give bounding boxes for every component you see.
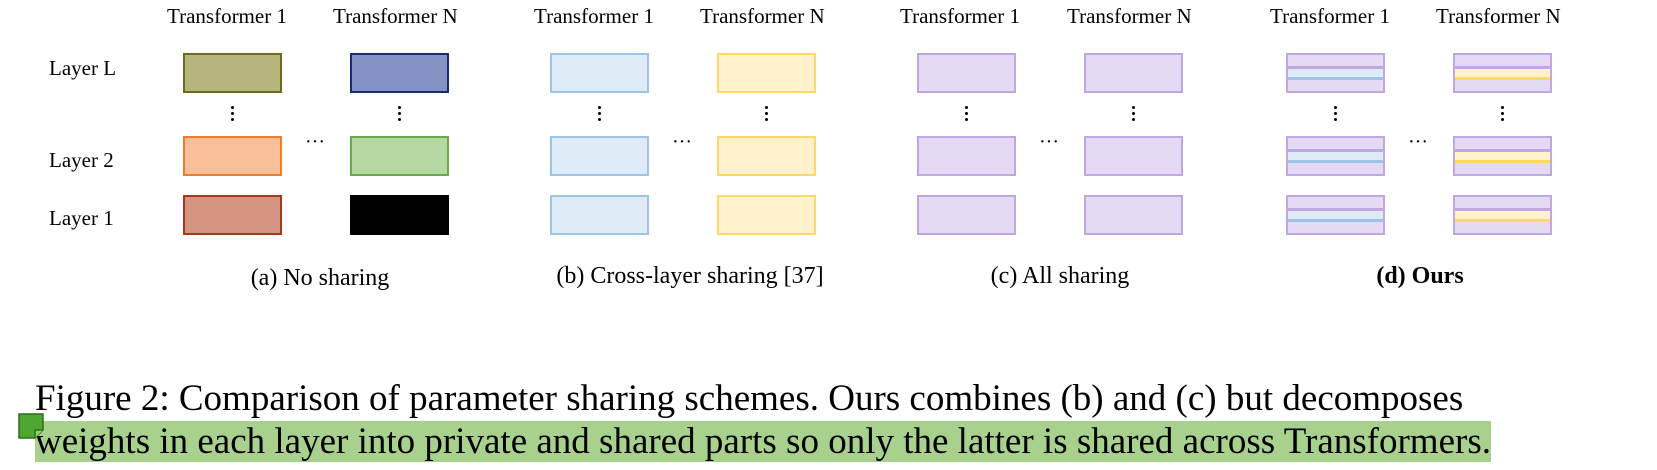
col-header-d-t1: Transformer 1 (1270, 4, 1390, 28)
a-layer-2-transformer-n (350, 136, 449, 176)
a-layer-l-transformer-1 (183, 53, 282, 93)
d-layer-2-transformer-n (1453, 136, 1552, 176)
col-header-c-t1: Transformer 1 (900, 4, 1020, 28)
b-layer-l-transformer-n (717, 53, 816, 93)
row-label-layer-2: Layer 2 (49, 148, 114, 172)
d-layer-1-transformer-1 (1286, 195, 1385, 235)
row-label-layer-1: Layer 1 (49, 206, 114, 230)
b-horizontal-ellipsis: ··· (672, 131, 692, 153)
col-header-a-tn: Transformer N (333, 4, 458, 28)
d-horizontal-ellipsis: ··· (1408, 131, 1428, 153)
caption-line-2: weights in each layer into private and s… (35, 421, 1491, 463)
c-layer-l-transformer-n (1084, 53, 1183, 93)
a-layer-1-transformer-n (350, 195, 449, 235)
panel-a-label: (a) No sharing (250, 265, 390, 291)
a-layer-2-transformer-1 (183, 136, 282, 176)
d-layer-2-transformer-1 (1286, 136, 1385, 176)
b-layer-1-transformer-1 (550, 195, 649, 235)
c-layer-2-transformer-n (1084, 136, 1183, 176)
c-horizontal-ellipsis: ··· (1039, 131, 1059, 153)
col-header-d-tn: Transformer N (1436, 4, 1561, 28)
a-layer-1-transformer-1 (183, 195, 282, 235)
sticky-note-icon[interactable] (17, 412, 45, 440)
panel-b-label: (b) Cross-layer sharing [37] (556, 263, 824, 289)
a-vertical-ellipsis-tn (396, 106, 402, 126)
panel-d-label: (d) Ours (1376, 263, 1464, 289)
a-layer-l-transformer-n (350, 53, 449, 93)
c-layer-2-transformer-1 (917, 136, 1016, 176)
d-layer-1-transformer-n (1453, 195, 1552, 235)
b-layer-2-transformer-1 (550, 136, 649, 176)
b-layer-l-transformer-1 (550, 53, 649, 93)
b-vertical-ellipsis-t1 (596, 106, 602, 126)
caption-highlight[interactable]: weights in each layer into private and s… (35, 421, 1491, 462)
col-header-b-tn: Transformer N (700, 4, 825, 28)
c-vertical-ellipsis-t1 (963, 106, 969, 126)
c-layer-l-transformer-1 (917, 53, 1016, 93)
caption-line-1: Figure 2: Comparison of parameter sharin… (35, 378, 1464, 419)
col-header-c-tn: Transformer N (1067, 4, 1192, 28)
d-layer-l-transformer-1 (1286, 53, 1385, 93)
d-vertical-ellipsis-tn (1499, 106, 1505, 126)
a-vertical-ellipsis-t1 (229, 106, 235, 126)
c-layer-1-transformer-n (1084, 195, 1183, 235)
b-layer-1-transformer-n (717, 195, 816, 235)
b-layer-2-transformer-n (717, 136, 816, 176)
b-vertical-ellipsis-tn (763, 106, 769, 126)
d-vertical-ellipsis-t1 (1332, 106, 1338, 126)
col-header-b-t1: Transformer 1 (534, 4, 654, 28)
c-vertical-ellipsis-tn (1130, 106, 1136, 126)
col-header-a-t1: Transformer 1 (167, 4, 287, 28)
d-layer-l-transformer-n (1453, 53, 1552, 93)
c-layer-1-transformer-1 (917, 195, 1016, 235)
row-label-layer-l: Layer L (49, 56, 117, 80)
panel-c-label: (c) All sharing (990, 263, 1130, 289)
a-horizontal-ellipsis: ··· (305, 131, 325, 153)
